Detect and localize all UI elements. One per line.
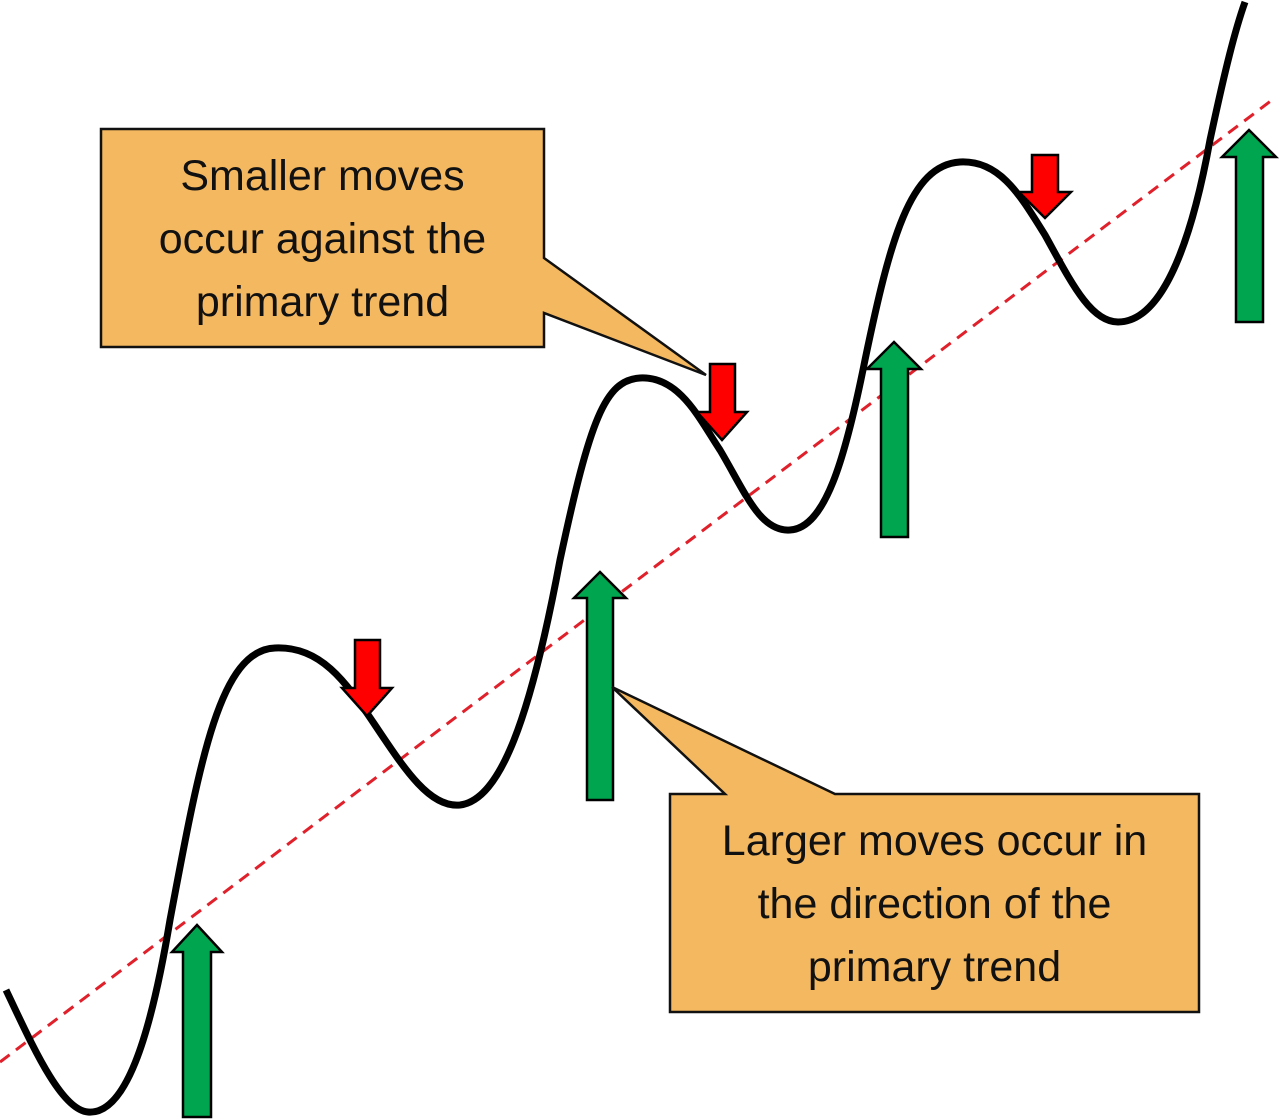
up-arrow-icon [169, 923, 225, 1119]
callout-larger-text: Larger moves occur in the direction of t… [670, 810, 1199, 999]
down-arrow-icon [339, 638, 395, 718]
callout-larger-line-1: Larger moves occur in [721, 817, 1148, 865]
callout-larger-moves [611, 685, 1201, 1014]
callout-larger-line-3: primary trend [807, 943, 1062, 991]
callout-larger-line-2: the direction of the [757, 880, 1112, 928]
callout-smaller-line-2: occur against the [158, 215, 487, 263]
price-curve [2, 0, 1249, 1116]
down-arrow-icon [694, 362, 750, 442]
callout-smaller-line-1: Smaller moves [180, 152, 465, 200]
up-arrow-icon [570, 570, 630, 802]
callout-smaller-text: Smaller moves occur against the primary … [101, 145, 544, 334]
callout-smaller-line-3: primary trend [195, 278, 450, 326]
callout-smaller-moves [99, 127, 707, 377]
down-arrow-icon [1015, 153, 1075, 220]
up-arrow-icon [1218, 128, 1280, 324]
up-arrow-icon [863, 340, 925, 539]
